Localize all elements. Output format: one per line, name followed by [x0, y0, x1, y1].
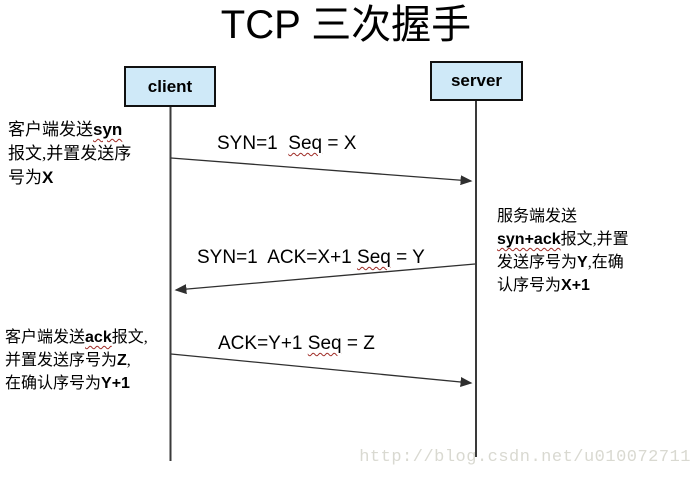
- syn-message-label: SYN=1 Seq = X: [217, 133, 357, 154]
- ack-message-label: ACK=Y+1 Seq = Z: [218, 333, 375, 354]
- client-actor-label: client: [147, 76, 193, 96]
- watermark: http://blog.csdn.net/u010072711: [359, 448, 691, 467]
- ack-arrow: [170, 353, 473, 387]
- client-actor-box: client: [124, 66, 216, 107]
- diagram-title: TCP 三次握手: [220, 3, 472, 47]
- client-ack-note: 客户端发送ack报文,并置发送序号为Z,在确认序号为Y+1: [5, 329, 148, 392]
- syn-arrow: [170, 157, 473, 186]
- server-actor-label: server: [450, 71, 503, 90]
- synack-message-label: SYN=1 ACK=X+1 Seq = Y: [197, 247, 425, 268]
- server-actor-box: server: [430, 61, 523, 101]
